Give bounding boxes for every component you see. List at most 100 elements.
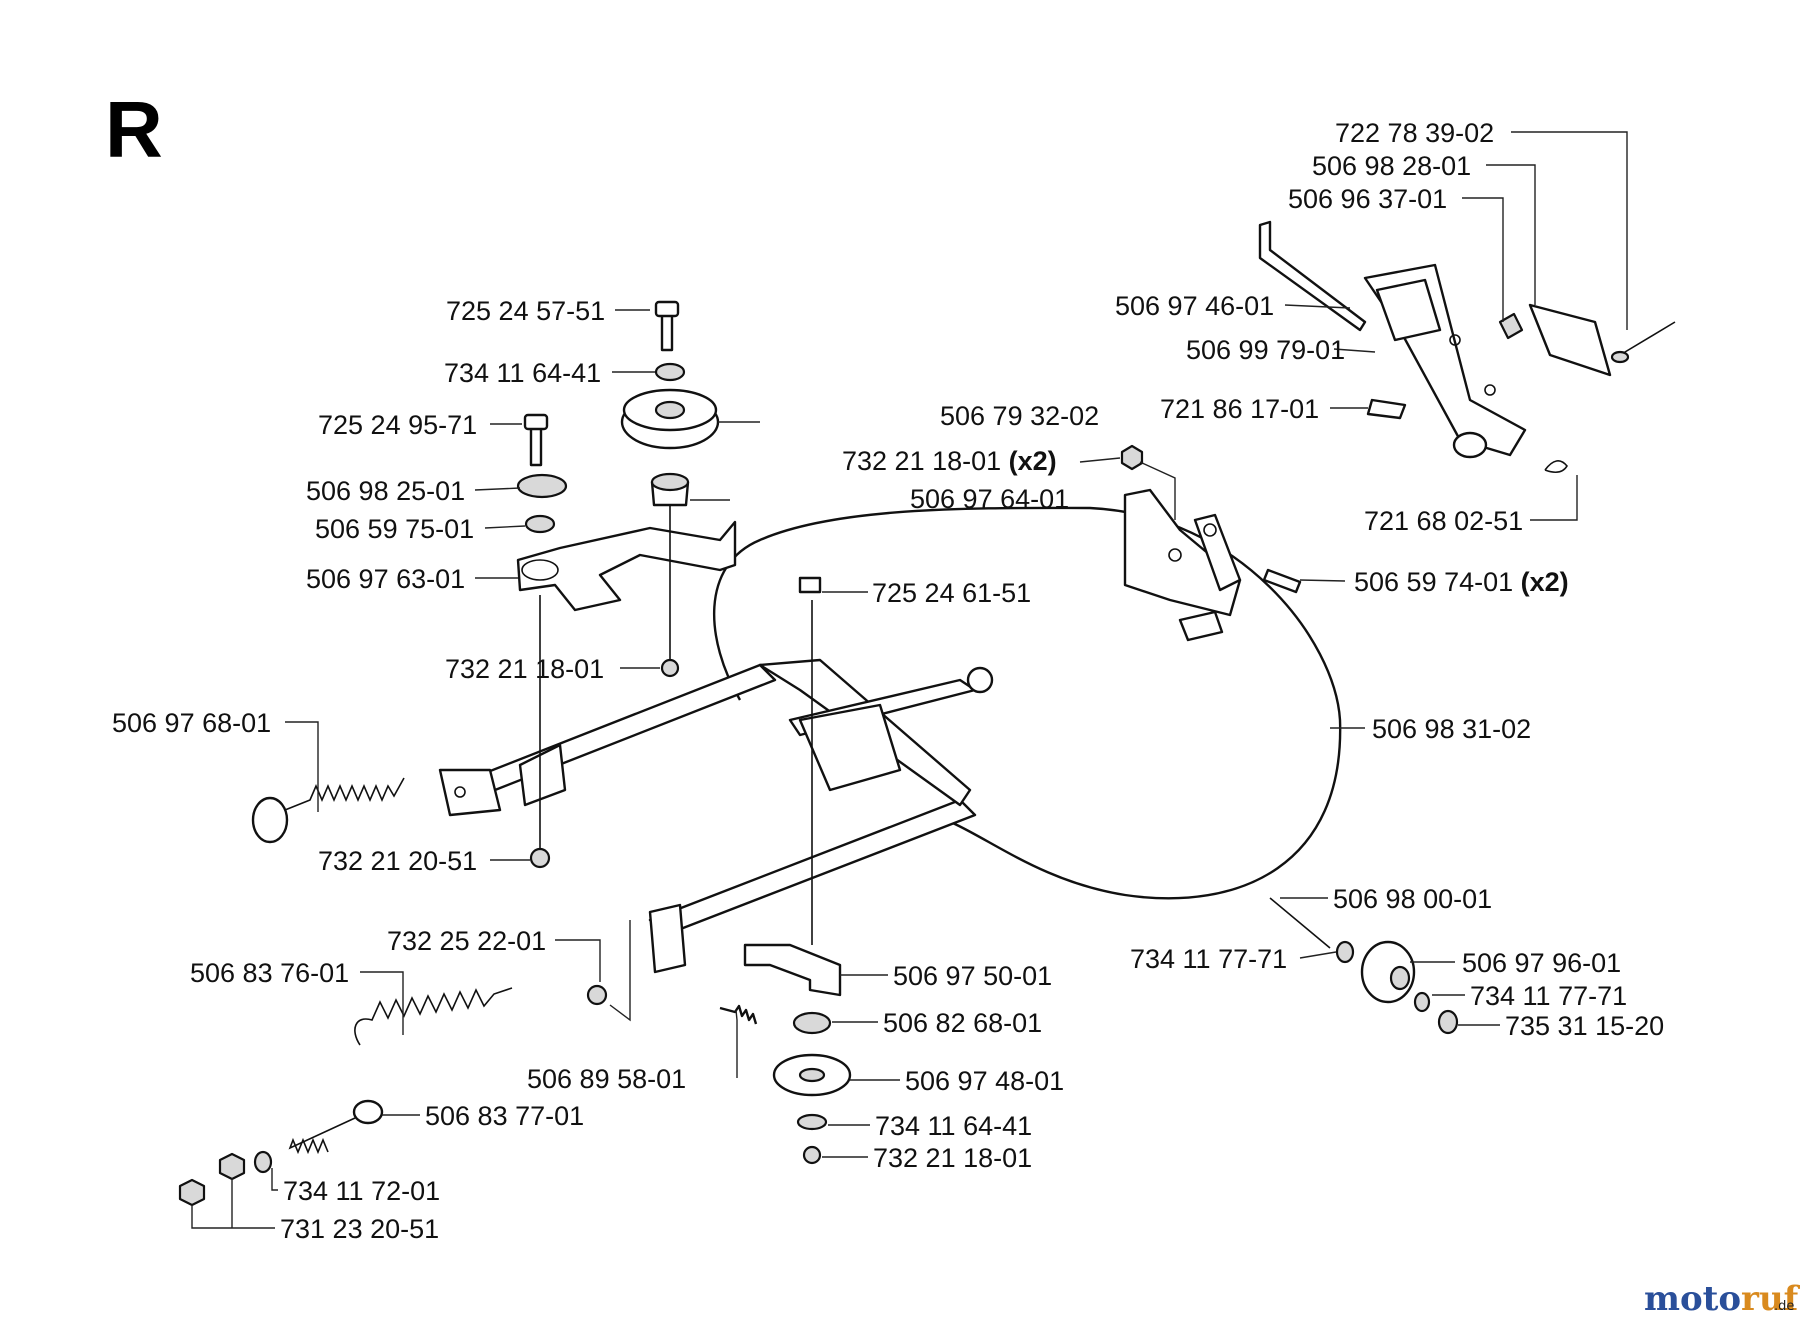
washer-734-11-77-71: [1335, 940, 1355, 964]
label-734-11-77-71-b: 734 11 77-71: [1470, 981, 1627, 1011]
rear-mount-bracket: [1123, 488, 1242, 617]
label-506-97-46-01: 506 97 46-01: [1115, 291, 1274, 321]
housing-opening: [1375, 278, 1442, 342]
label-506-97-63-01: 506 97 63-01: [306, 564, 465, 594]
bracket-hole: [454, 786, 466, 798]
pin-722-78-39-02: [1619, 321, 1676, 356]
label-506-83-77-01: 506 83 77-01: [425, 1101, 584, 1131]
label-734-11-77-71: 734 11 77-71: [1130, 944, 1287, 974]
plate-506-98-28-01: [1528, 303, 1612, 377]
frame-tube-outer: [712, 506, 1342, 900]
leader: [285, 721, 319, 812]
frame-left-bracket: [438, 768, 502, 817]
watermark-text: motoruf: [1644, 1279, 1800, 1319]
pin-721-86-17-01: [1366, 398, 1407, 420]
washer-734-11-77-71: [1413, 991, 1431, 1013]
label-732-21-18-01: 732 21 18-01: [445, 654, 604, 684]
label-506-82-68-01: 506 82 68-01: [883, 1008, 1042, 1038]
clip-506-96-37-01: [1498, 312, 1524, 340]
spring-506-97-68-01: [251, 777, 405, 844]
label-732-21-18-01-b: 732 21 18-01: [873, 1143, 1032, 1173]
pulley-hub: [798, 1067, 826, 1083]
label-506-79-32-02: 506 79 32-02: [940, 401, 1099, 431]
washer-734-11-72-01: [253, 1150, 273, 1174]
frame-pivot: [966, 666, 994, 694]
leader: [609, 920, 631, 1022]
lower-pulley-assembly: [586, 576, 852, 1165]
bolt-725-24-95-71: [529, 423, 543, 467]
bolt-head: [654, 300, 680, 318]
label-506-97-48-01: 506 97 48-01: [905, 1066, 1064, 1096]
idler-arm-assembly: [516, 300, 737, 869]
frame-center-channel: [798, 703, 902, 792]
leader: [1530, 475, 1578, 521]
clip-735-31-15-20: [1437, 1009, 1459, 1035]
label-734-11-72-01: 734 11 72-01: [283, 1176, 440, 1206]
label-506-97-64-01: 506 97 64-01: [910, 484, 1069, 514]
bolt-506-89-58-01: [719, 1004, 758, 1025]
leader-lines: [191, 131, 1628, 1229]
mount-hole: [1203, 523, 1217, 537]
bolt-506-98-00-01: [1269, 897, 1331, 949]
main-frame-assembly: [438, 488, 1342, 974]
label-725-24-57-51: 725 24 57-51: [446, 296, 605, 326]
nut-732-21-18-01: [802, 1145, 822, 1165]
leader: [1462, 197, 1504, 322]
pulley-upper-hub: [654, 400, 686, 420]
leader: [271, 1168, 278, 1191]
label-732-21-18-01-x2: 732 21 18-01 (x2): [842, 446, 1057, 476]
frame-front-plate: [518, 743, 567, 807]
mount-hole: [1168, 548, 1182, 562]
label-721-68-02-51: 721 68 02-51: [1364, 506, 1523, 536]
leader: [555, 939, 601, 982]
label-506-83-76-01: 506 83 76-01: [190, 958, 349, 988]
washer-734-11-64-41: [796, 1113, 828, 1131]
label-506-97-50-01: 506 97 50-01: [893, 961, 1052, 991]
label-506-59-75-01: 506 59 75-01: [315, 514, 474, 544]
lever-assembly: [1120, 220, 1676, 594]
idler-arm-hole: [521, 559, 559, 581]
label-735-31-15-20: 735 31 15-20: [1505, 1011, 1664, 1041]
wheel-hub: [1389, 965, 1411, 991]
label-506-59-74-01-x2: 506 59 74-01 (x2): [1354, 567, 1569, 597]
label-725-24-95-71: 725 24 95-71: [318, 410, 477, 440]
bolt-head: [523, 413, 549, 431]
bolt-725-24-57-51: [660, 310, 674, 352]
leader: [1299, 579, 1346, 582]
cotter-721-68-02-51: [1544, 460, 1568, 474]
label-732-25-22-01: 732 25 22-01: [387, 926, 546, 956]
watermark-logo: motoruf .de: [1644, 1279, 1800, 1319]
leader: [1333, 348, 1376, 353]
watermark-suffix: .de: [1774, 1299, 1794, 1314]
nut-732-21-18-01: [660, 658, 680, 678]
leader: [1079, 457, 1121, 463]
leader: [474, 487, 521, 491]
leader: [1284, 304, 1351, 309]
spring-ring: [251, 796, 289, 844]
housing-hole: [1484, 384, 1496, 396]
nut-732-21-20-51: [529, 847, 551, 869]
section-letter: R: [105, 85, 163, 174]
leader: [1299, 951, 1337, 959]
label-734-11-64-41: 734 11 64-41: [444, 358, 601, 388]
bolt-506-59-74-01: [1262, 568, 1302, 594]
spring-coil: [284, 777, 405, 811]
label-721-86-17-01: 721 86 17-01: [1160, 394, 1319, 424]
label-506-97-68-01: 506 97 68-01: [112, 708, 271, 738]
nut-732-25-22-01: [586, 984, 608, 1006]
label-506-98-28-01: 506 98 28-01: [1312, 151, 1471, 181]
washer-734-11-64-41: [654, 362, 686, 382]
pin-head: [1610, 350, 1630, 364]
nut-732-21-18-01-x2: [1120, 444, 1144, 471]
leader: [484, 525, 526, 529]
leader: [191, 1178, 275, 1229]
bolt-725-24-61-51-head: [798, 576, 822, 594]
idler-arm-plate: [516, 520, 737, 612]
leader: [735, 1009, 738, 1078]
label-506-98-00-01: 506 98 00-01: [1333, 884, 1492, 914]
spacer-top: [650, 472, 690, 492]
label-722-78-39-02: 722 78 39-02: [1335, 118, 1494, 148]
label-506-96-37-01: 506 96 37-01: [1288, 184, 1447, 214]
